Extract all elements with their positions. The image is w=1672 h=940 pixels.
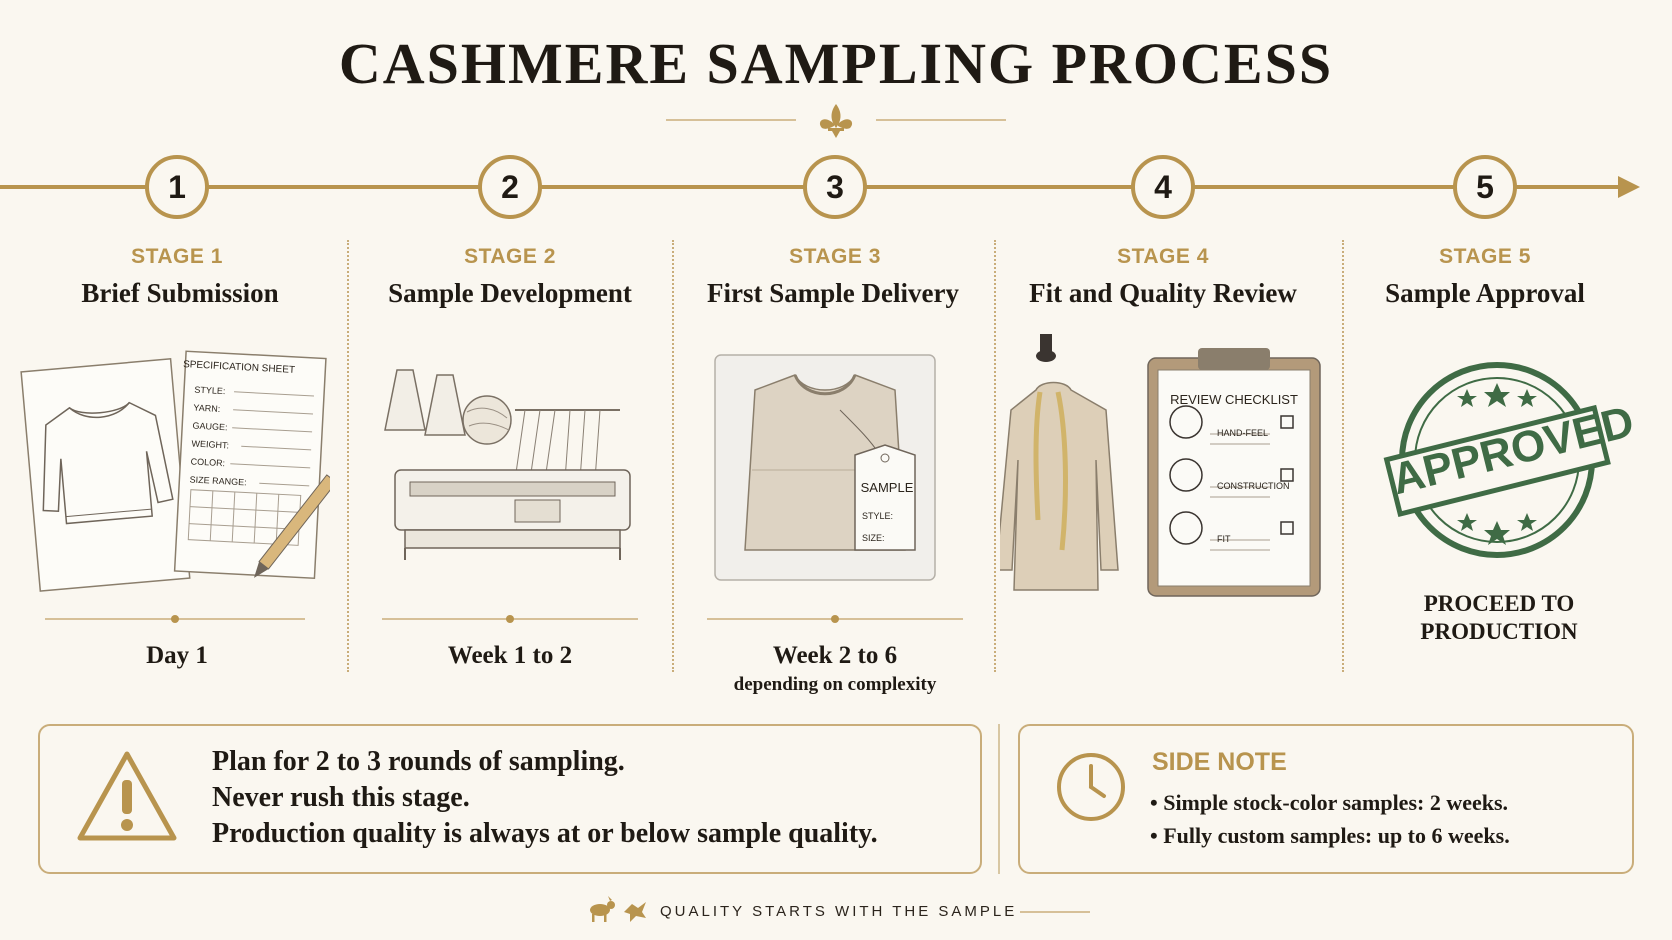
checklist-item-construction: CONSTRUCTION	[1217, 481, 1290, 491]
warning-line: Never rush this stage.	[212, 782, 470, 813]
stage-2-label: STAGE 2	[464, 245, 556, 268]
footer-rule	[1020, 911, 1090, 913]
stage-3-title: First Sample Delivery	[707, 278, 959, 308]
packaged-sample-sweater-icon	[714, 354, 936, 581]
side-note-list: • Simple stock-color samples: 2 weeks. •…	[1150, 786, 1510, 852]
stage-4-number-badge: 4	[1154, 169, 1172, 205]
page-title: CASHMERE SAMPLING PROCESS	[338, 31, 1334, 96]
stage-divider	[994, 240, 996, 672]
goat-and-fleece-icons	[590, 896, 646, 922]
warning-line: Production quality is always at or below…	[212, 818, 878, 849]
review-checklist-heading: REVIEW CHECKLIST	[1170, 392, 1298, 407]
checklist-item-hand-feel: HAND-FEEL	[1217, 428, 1269, 438]
dress-form-and-review-checklist-icon	[1000, 334, 1321, 597]
sweater-sketch-and-spec-sheet-icon	[20, 350, 330, 592]
stage-divider	[347, 240, 349, 672]
warning-text: Plan for 2 to 3 rounds of sampling. Neve…	[212, 744, 972, 852]
proceed-to-production-label: PROCEED TO PRODUCTION	[1420, 591, 1578, 644]
stage-3-time-note: depending on complexity	[733, 674, 937, 695]
clock-icon	[1057, 753, 1125, 821]
timeline-arrow	[0, 155, 1640, 219]
warning-box	[38, 724, 982, 874]
stage-5-label: STAGE 5	[1439, 245, 1531, 268]
approved-stamp-icon	[1383, 362, 1611, 558]
goat-icon	[590, 896, 615, 922]
yarn-cones-and-knitting-machine-icon	[384, 369, 631, 560]
checklist-item-fit: FIT	[1217, 534, 1231, 544]
stage-divider	[1342, 240, 1344, 672]
stage-1-title: Brief Submission	[81, 278, 279, 308]
side-note-box	[1018, 724, 1634, 874]
stage-3-label: STAGE 3	[789, 245, 881, 268]
stage-5-title: Sample Approval	[1385, 278, 1585, 308]
stage-2-title: Sample Development	[388, 278, 632, 308]
stage-2-number-badge: 2	[501, 169, 519, 205]
footer-tagline: QUALITY STARTS WITH THE SAMPLE	[660, 903, 1018, 920]
warning-triangle-icon	[77, 751, 177, 841]
stage-divider	[672, 240, 674, 672]
warning-line: Plan for 2 to 3 rounds of sampling.	[212, 746, 625, 777]
stage-1-time: Day 1	[146, 642, 208, 669]
fleur-de-lis-ornament-icon	[666, 104, 1006, 138]
stage-1-label: STAGE 1	[131, 245, 223, 268]
dot-separator	[707, 615, 963, 623]
spec-sheet-fields: STYLE: YARN: GAUGE: WEIGHT: COLOR: SIZE …	[189, 384, 247, 488]
stage-5-number-badge: 5	[1476, 169, 1494, 205]
stage-3-time: Week 2 to 6	[772, 642, 898, 669]
side-note-title: SIDE NOTE	[1152, 748, 1287, 776]
side-note-item: • Fully custom samples: up to 6 weeks.	[1150, 823, 1510, 848]
stage-4-label: STAGE 4	[1117, 245, 1209, 268]
sample-tag-fields: STYLE: SIZE:	[862, 511, 894, 543]
stage-3-number-badge: 3	[826, 169, 844, 205]
dot-separator	[382, 615, 638, 623]
fleece-icon	[624, 902, 646, 922]
box-separator	[998, 724, 1000, 874]
stage-2-time: Week 1 to 2	[447, 642, 573, 669]
dot-separator	[45, 615, 305, 623]
side-note-item: • Simple stock-color samples: 2 weeks.	[1150, 790, 1509, 815]
sample-tag-heading: SAMPLE	[860, 480, 914, 495]
stage-1-number-badge: 1	[168, 169, 186, 205]
stage-4-title: Fit and Quality Review	[1029, 278, 1297, 308]
